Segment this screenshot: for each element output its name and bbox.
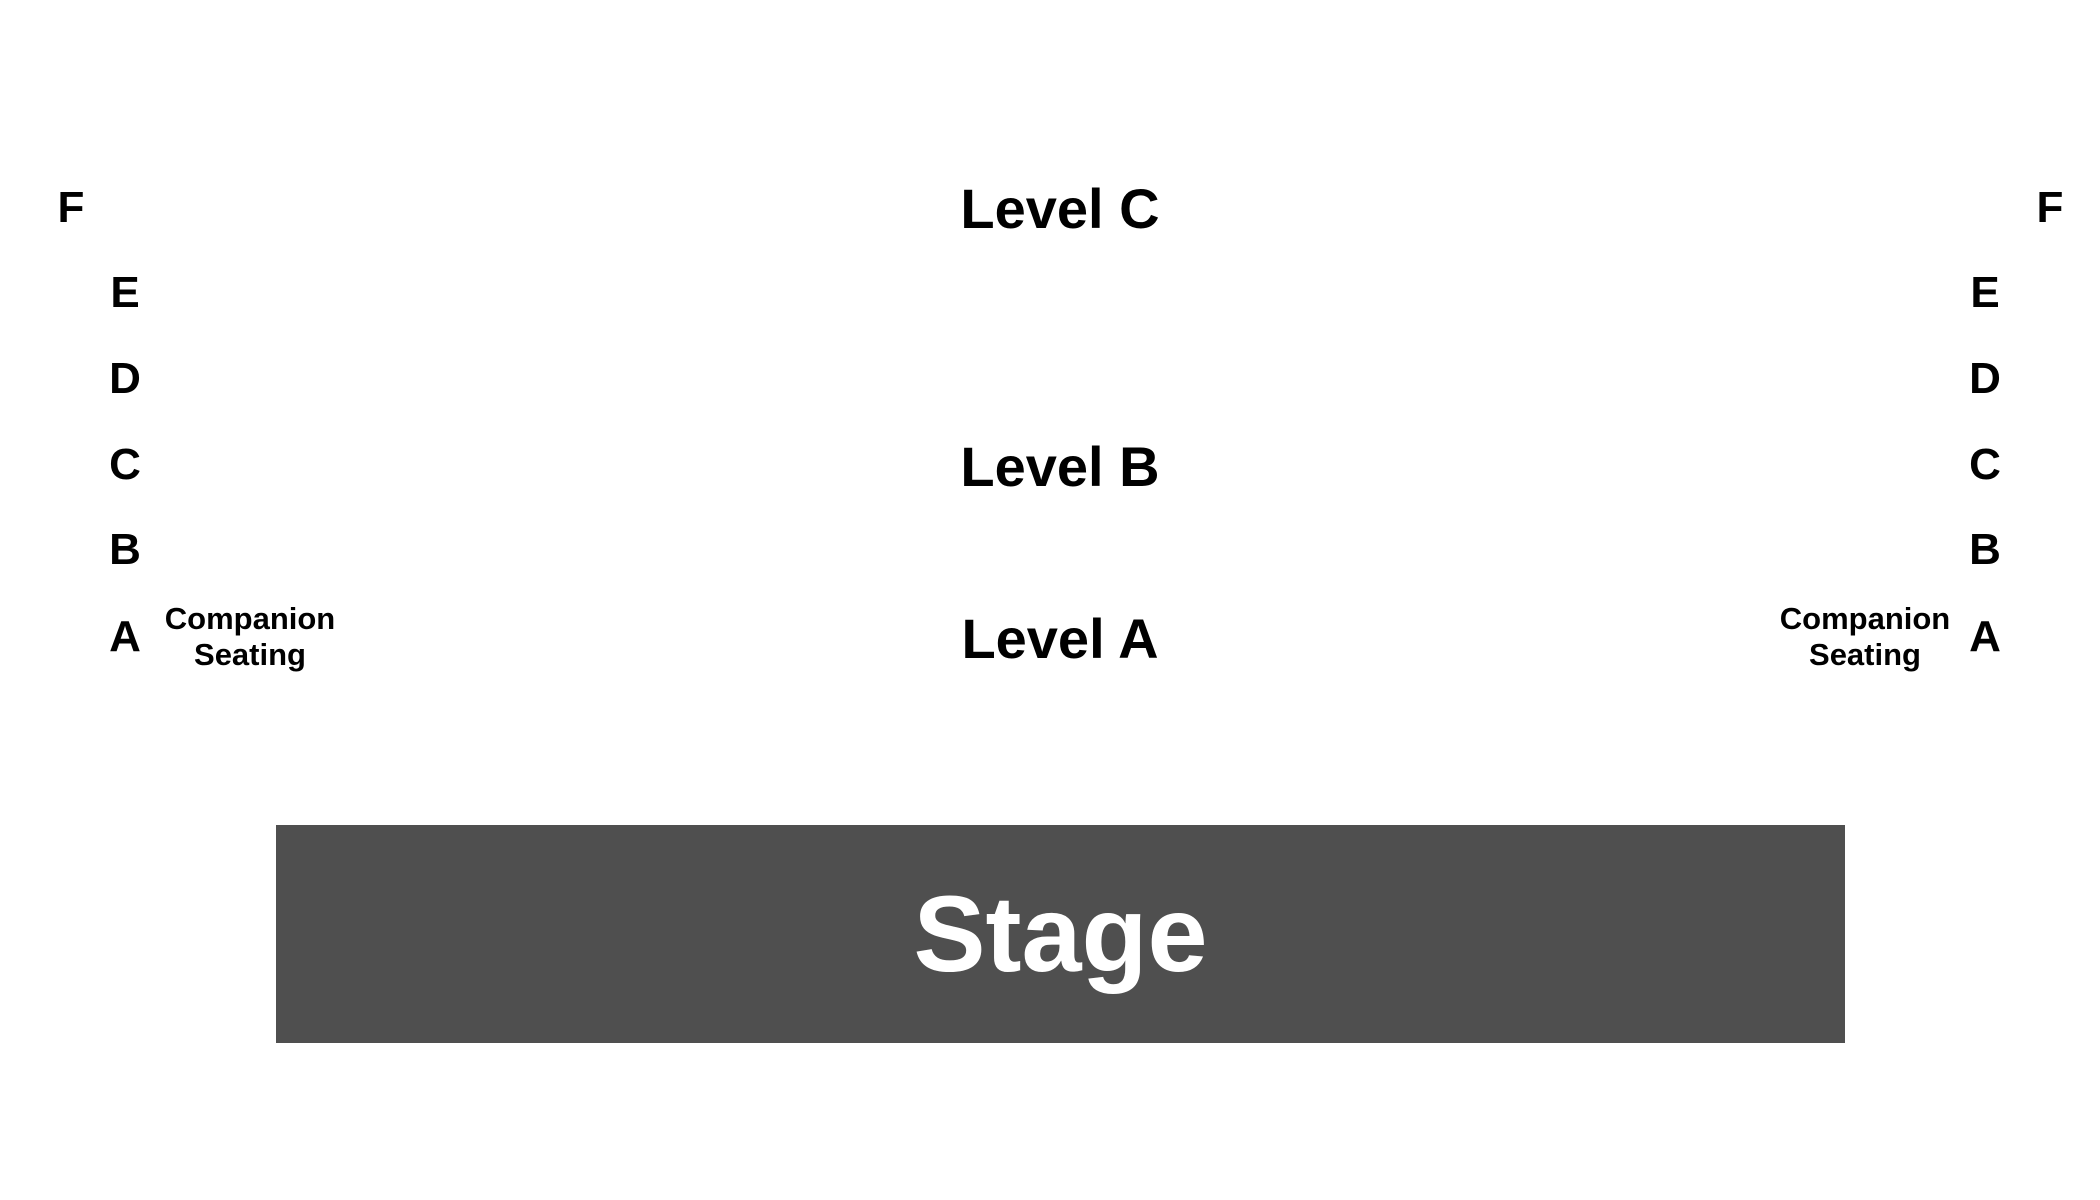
right-row-f: F [2036, 183, 2064, 232]
left-row-a: A [109, 612, 141, 661]
right-companion-seating: Companion Seating [1780, 601, 1951, 673]
right-row-b: B [1969, 525, 2001, 574]
right-row-c: C [1969, 440, 2001, 489]
left-companion-line2: Seating [194, 637, 306, 672]
level-c-label: Level C [960, 177, 1160, 240]
left-row-f: F [57, 183, 85, 232]
right-row-a: A [1969, 612, 2001, 661]
right-row-d: D [1969, 354, 2001, 403]
right-row-e: E [1970, 268, 2000, 317]
stage-area: Stage [276, 825, 1845, 1043]
level-a-label: Level A [961, 607, 1159, 670]
left-row-c: C [109, 440, 141, 489]
left-companion-seating: Companion Seating [165, 601, 336, 673]
level-b-label: Level B [960, 435, 1160, 498]
right-companion-line2: Seating [1809, 637, 1921, 672]
left-row-d: D [109, 354, 141, 403]
left-row-b: B [109, 525, 141, 574]
left-row-e: E [110, 268, 140, 317]
right-companion-line1: Companion [1779, 601, 1951, 636]
left-companion-line1: Companion [164, 601, 336, 636]
stage-label: Stage [913, 873, 1208, 994]
